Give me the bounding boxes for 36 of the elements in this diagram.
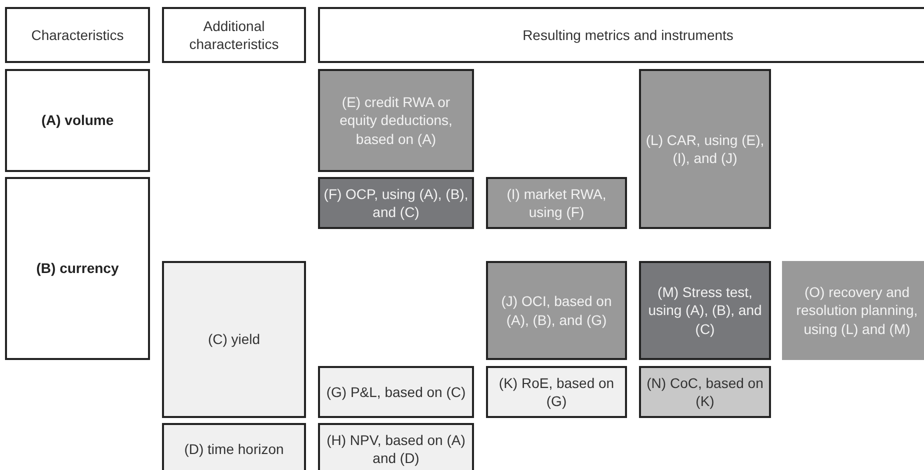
box-text: (F) OCP, using (A), (B), and (C) [323,184,469,222]
box-text: (G) P&L, based on (C) [326,382,466,402]
metric-box [486,366,627,418]
metric-box [639,366,771,418]
metric-box [782,261,924,360]
metric-box [5,69,150,172]
box-text: (D) time horizon [184,440,284,458]
metric-box [486,177,627,229]
metric-box [318,366,474,418]
box-text: (N) CoC, based on (K) [646,374,764,410]
box-text: (J) OCI, based on (A), (B), and (G) [500,292,613,329]
box-text: Additional characteristics [188,16,280,54]
metric-box [639,69,771,229]
box-text: (E) credit RWA or equity deductions, based on (A) [338,93,454,148]
box-text: Characteristics [31,26,124,44]
metric-box [318,423,474,470]
metric-box [162,7,306,63]
metric-box [639,261,771,360]
metric-box [486,261,627,360]
box-text: (B) currency [36,259,119,278]
box-text: (C) yield [208,330,260,349]
box-text: (K) RoE, based on (G) [498,374,616,410]
metric-box [5,177,150,360]
box-text: (I) market RWA, using (F) [506,184,608,222]
box-text: Resulting metrics and instruments [522,26,734,44]
box-text: (L) CAR, using (E), (I), and (J) [644,130,766,168]
box-text: (M) Stress test, using (A), (B), and (C) [647,283,763,338]
metric-box [318,69,474,172]
box-text: (O) recovery and resolution planning, using (L) and (M) [795,283,919,338]
metric-box [162,261,306,418]
metric-box [5,7,150,63]
metric-box [162,423,306,470]
box-text: (A) volume [41,111,114,130]
metric-box [318,7,924,63]
box-text: (H) NPV, based on (A) and (D) [326,430,466,468]
metric-box [318,177,474,229]
